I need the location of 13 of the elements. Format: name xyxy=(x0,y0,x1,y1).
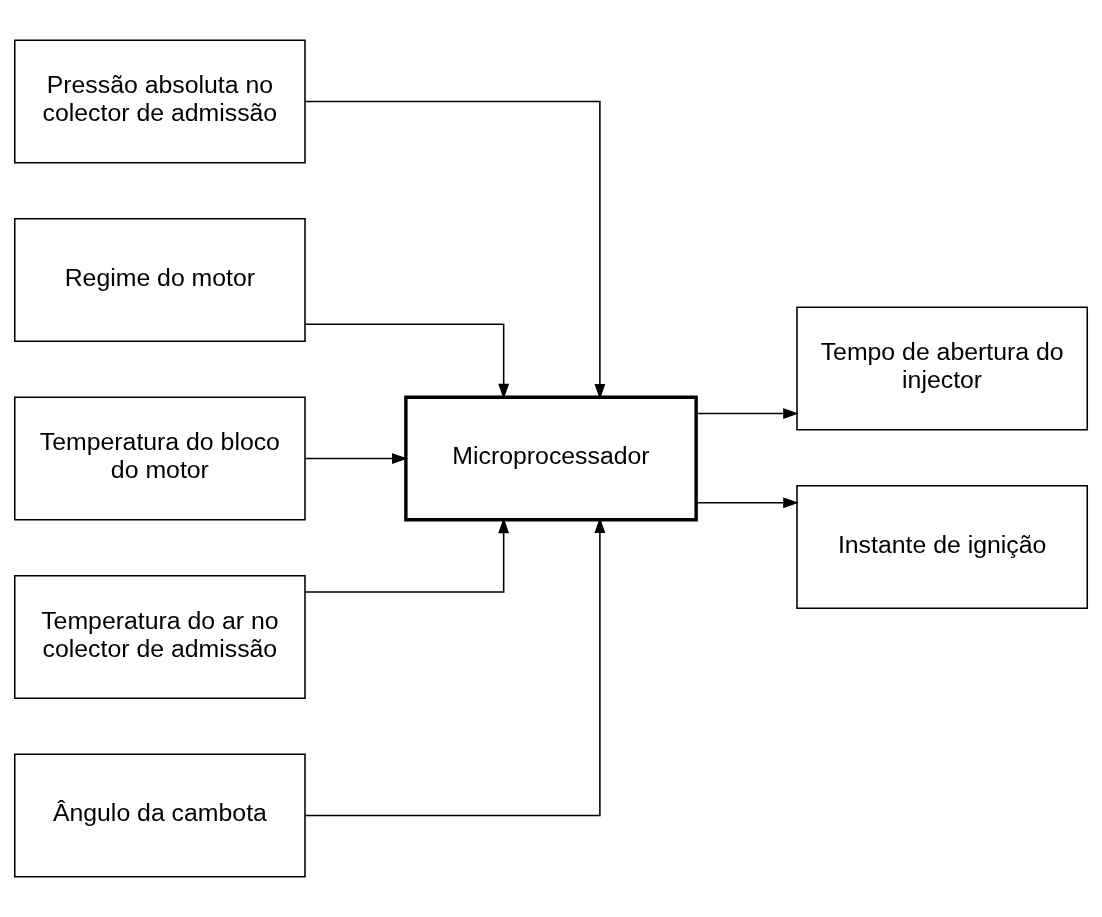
node-box: Instante de ignição xyxy=(796,484,1089,610)
arrow xyxy=(304,517,606,817)
node-box: Temperatura do ar no colector de admissão xyxy=(13,574,306,700)
node-box: Tempo de abertura do injector xyxy=(796,306,1089,431)
node-box: Ângulo da cambota xyxy=(13,753,306,878)
arrow xyxy=(695,497,799,509)
node-box: Pressão absoluta no colector de admissão xyxy=(13,39,306,164)
node-box: Temperatura do bloco do motor xyxy=(13,396,306,521)
node-box: Microprocessador xyxy=(404,395,698,522)
arrow xyxy=(695,408,799,419)
arrow xyxy=(304,453,408,464)
arrow xyxy=(304,100,606,400)
node-box: Regime do motor xyxy=(13,217,306,343)
